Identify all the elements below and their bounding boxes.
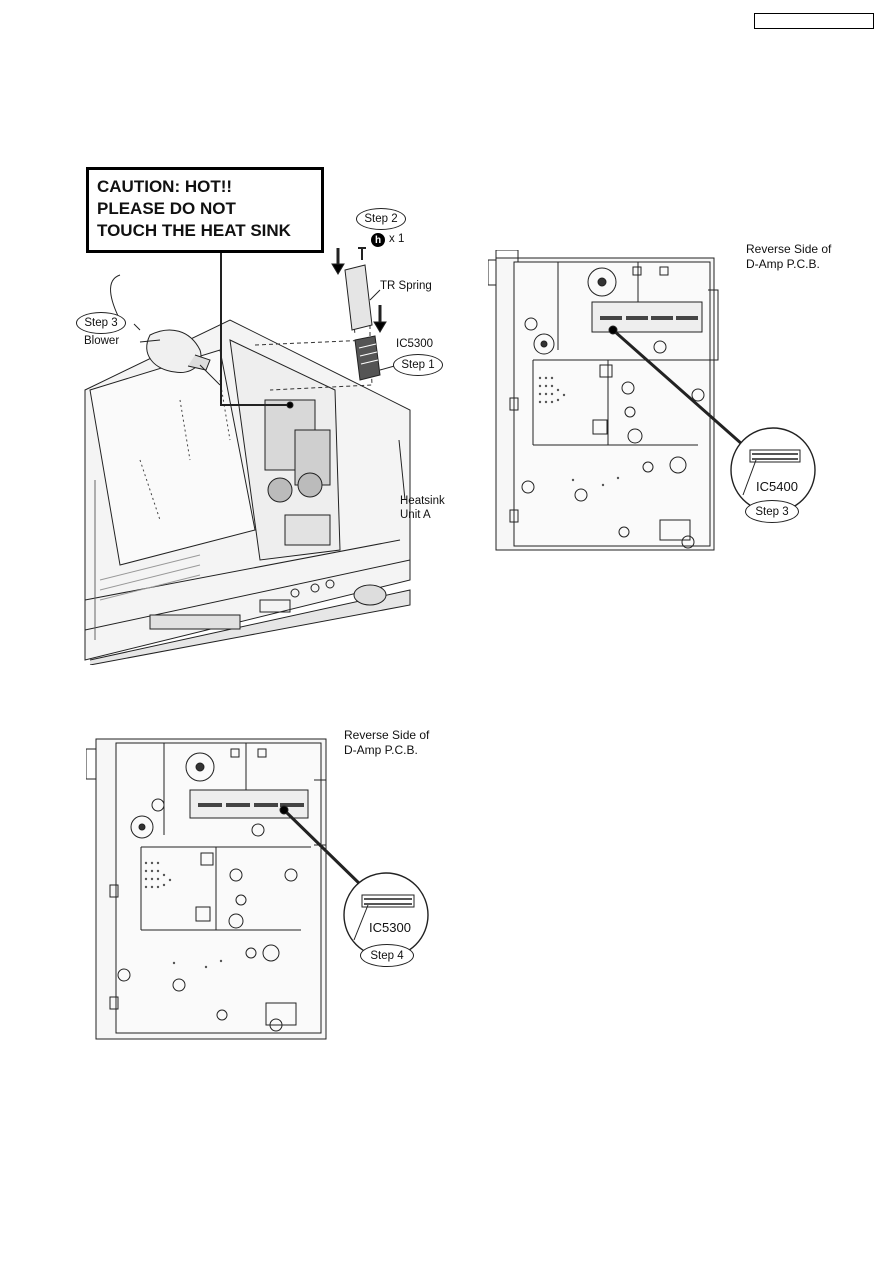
step3-label-ic5400: Step 3 [745, 500, 799, 523]
model-number-box [754, 13, 874, 29]
screw-symbol: h [374, 234, 382, 246]
damp-pcb-reverse-drawing-ic5300 [86, 738, 429, 1040]
step1-label: Step 1 [393, 354, 443, 376]
heatsink-label-line2: Unit A [400, 509, 431, 521]
ic5300-zoom-label: IC5300 [369, 920, 411, 935]
ic5300-label: IC5300 [396, 338, 434, 350]
caution-line-1: CAUTION: HOT!! [97, 177, 233, 196]
damp-pcb-reverse-drawing-ic5400 [488, 250, 816, 551]
caution-line-2: PLEASE DO NOT [97, 199, 236, 218]
heatsink-label-line1: Heatsink [400, 495, 445, 507]
blower-label: Blower [84, 335, 120, 347]
step3-label: Step 3 [76, 312, 126, 334]
reverse-side-label-line1: Reverse Side of [746, 242, 832, 256]
reverse-side-label-line1-b: Reverse Side of [344, 728, 430, 742]
reverse-side-label-line2: D-Amp P.C.B. [746, 257, 820, 271]
step4-label: Step 4 [360, 944, 414, 967]
tr-spring-label: TR Spring [380, 280, 432, 292]
screw-count: x 1 [389, 233, 405, 245]
reverse-side-label-line2-b: D-Amp P.C.B. [344, 743, 418, 757]
heatsink-removal-drawing [84, 247, 411, 665]
caution-line-3: TOUCH THE HEAT SINK [97, 221, 291, 240]
screw-h-icon: h [371, 233, 385, 247]
ic5400-label: IC5400 [756, 479, 798, 494]
caution-box: CAUTION: HOT!! PLEASE DO NOT TOUCH THE H… [86, 167, 324, 253]
step2-label: Step 2 [356, 208, 406, 230]
